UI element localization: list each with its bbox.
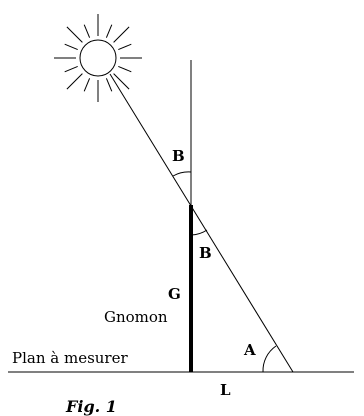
gnomon-word-label: Gnomon	[104, 308, 168, 326]
angle-b-bottom-arc	[190, 229, 208, 236]
sun-ray	[105, 24, 113, 38]
sun-ray	[83, 24, 91, 38]
angle-a-arc	[262, 345, 277, 373]
plane-label: Plan à mesurer	[12, 349, 128, 367]
sun-ray	[66, 26, 83, 43]
sun-ray	[118, 43, 132, 51]
angle-b-bottom-label: B	[199, 244, 212, 262]
sun-ray	[64, 43, 78, 51]
gnomon-letter-label: G	[168, 285, 181, 303]
sun-ray	[66, 73, 83, 90]
sun-ray	[113, 73, 130, 90]
sun-ray	[105, 78, 113, 92]
sun-icon	[54, 14, 142, 102]
sun-ray	[83, 78, 91, 92]
angle-b-top-label: B	[172, 147, 185, 165]
length-label: L	[220, 381, 231, 399]
sun-ray-line	[109, 73, 294, 373]
sun-ray	[113, 26, 130, 43]
angle-a-label: A	[243, 341, 256, 359]
figure-caption: Fig. 1	[65, 397, 117, 416]
sun-ray	[118, 65, 132, 73]
sun-ray	[64, 65, 78, 73]
angle-b-top-arc	[172, 171, 192, 177]
